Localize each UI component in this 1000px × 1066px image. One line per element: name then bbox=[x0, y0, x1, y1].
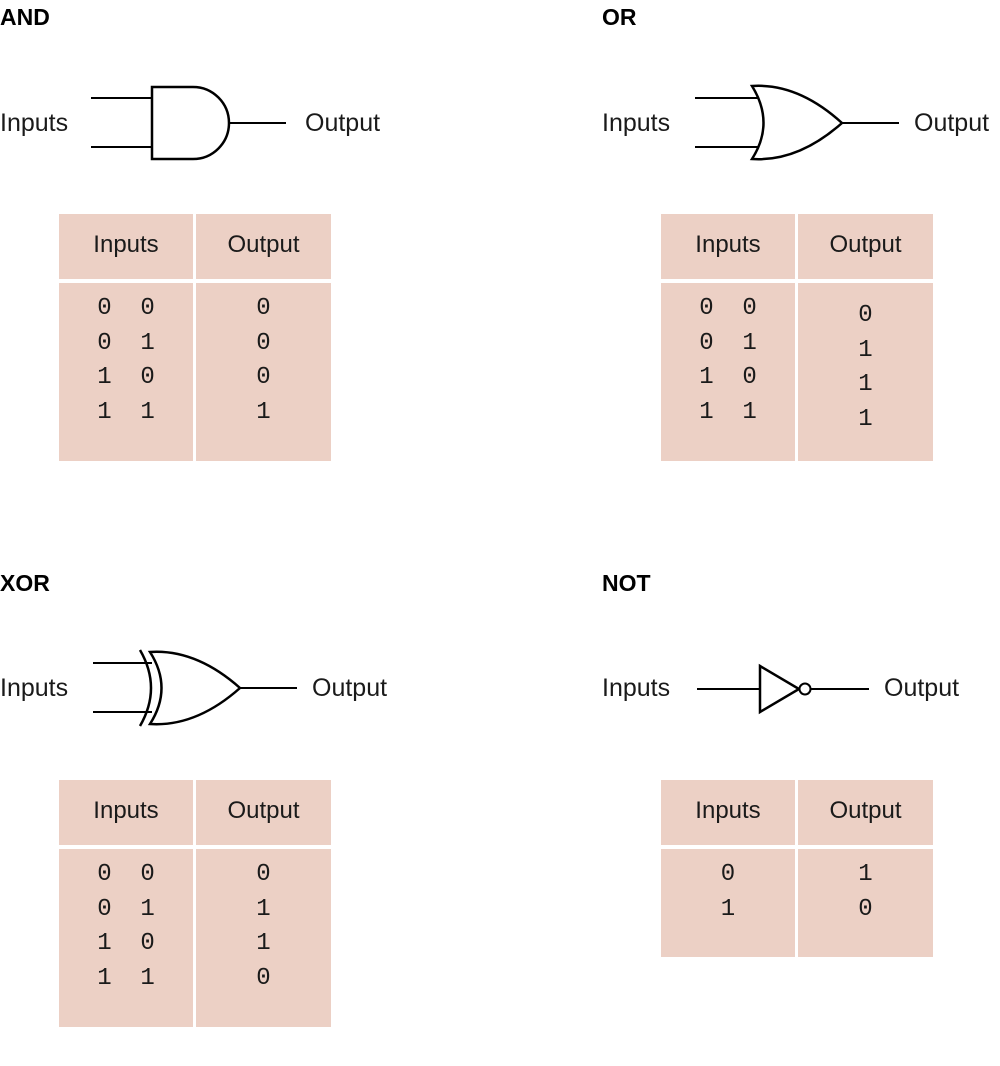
xor-table-header-inputs: Inputs bbox=[59, 780, 193, 845]
table-cell: 1 bbox=[256, 895, 271, 923]
table-cell: 1 bbox=[256, 930, 271, 957]
table-cell: 1 0 bbox=[699, 364, 757, 391]
and-table-output-column: 0 0 0 1 bbox=[196, 283, 331, 461]
table-cell: 1 0 bbox=[97, 364, 155, 391]
table-cell: 1 bbox=[858, 861, 873, 888]
table-cell: 1 1 bbox=[97, 964, 155, 992]
and-table-inputs-column: 0 0 0 1 1 0 1 1 bbox=[59, 283, 193, 461]
or-table-inputs-column: 0 0 0 1 1 0 1 1 bbox=[661, 283, 795, 461]
not-table-inputs-column: 0 1 bbox=[661, 849, 795, 957]
or-table-header-output: Output bbox=[798, 214, 933, 279]
not-inputs-label: Inputs bbox=[602, 674, 671, 702]
and-gate-section: AND Inputs Output Inputs Output 0 0 0 1 … bbox=[0, 0, 500, 500]
and-gate-symbol-icon bbox=[91, 85, 286, 161]
or-gate-section: OR Inputs Output Inputs Output 0 0 0 1 1… bbox=[602, 0, 1000, 500]
table-cell: 0 1 bbox=[97, 329, 155, 357]
table-cell: 0 0 bbox=[97, 861, 155, 888]
table-cell: 0 bbox=[858, 302, 873, 329]
xor-gate-symbol-icon bbox=[93, 649, 297, 727]
or-output-label: Output bbox=[914, 109, 990, 137]
xor-output-label: Output bbox=[312, 674, 388, 702]
not-output-label: Output bbox=[884, 674, 960, 702]
not-gate-symbol-icon bbox=[697, 663, 869, 715]
xor-inputs-label: Inputs bbox=[0, 674, 69, 702]
or-table-header-inputs: Inputs bbox=[661, 214, 795, 279]
table-cell: 1 bbox=[858, 336, 873, 364]
table-cell: 0 1 bbox=[97, 895, 155, 923]
table-cell: 0 bbox=[256, 964, 271, 992]
table-cell: 1 1 bbox=[699, 398, 757, 426]
not-table-output-column: 1 0 bbox=[798, 849, 933, 957]
or-inputs-label: Inputs bbox=[602, 109, 671, 137]
table-cell: 0 bbox=[858, 895, 873, 923]
table-cell: 0 0 bbox=[699, 295, 757, 322]
table-cell: 1 bbox=[720, 895, 736, 923]
and-output-label: Output bbox=[305, 109, 381, 137]
table-cell: 0 bbox=[256, 364, 271, 391]
and-inputs-label: Inputs bbox=[0, 109, 69, 137]
table-cell: 1 0 bbox=[97, 930, 155, 957]
table-cell: 0 1 bbox=[699, 329, 757, 357]
and-table-header-output: Output bbox=[196, 214, 331, 279]
table-cell: 0 0 bbox=[97, 295, 155, 322]
or-gate-title: OR bbox=[602, 4, 637, 30]
xor-table-inputs-column: 0 0 0 1 1 0 1 1 bbox=[59, 849, 193, 1027]
xor-gate-title: XOR bbox=[0, 570, 50, 596]
xor-table-output-column: 0 1 1 0 bbox=[196, 849, 331, 1027]
table-cell: 1 1 bbox=[97, 398, 155, 426]
table-cell: 1 bbox=[858, 371, 873, 398]
and-gate-title: AND bbox=[0, 4, 50, 30]
or-gate-symbol-icon bbox=[695, 84, 899, 161]
xor-table-header-output: Output bbox=[196, 780, 331, 845]
xor-gate-section: XOR Inputs Output Inputs Output 0 0 0 1 … bbox=[0, 566, 500, 1066]
table-cell: 1 bbox=[256, 398, 271, 426]
not-gate-section: NOT Inputs Output Inputs Output 0 1 1 0 bbox=[602, 566, 1000, 1037]
or-table-output-column: 0 1 1 1 bbox=[798, 283, 933, 461]
and-table-header-inputs: Inputs bbox=[59, 214, 193, 279]
not-table-header-inputs: Inputs bbox=[661, 780, 795, 845]
not-gate-title: NOT bbox=[602, 570, 651, 596]
table-cell: 0 bbox=[256, 329, 271, 357]
table-cell: 1 bbox=[858, 405, 873, 433]
table-cell: 0 bbox=[256, 295, 271, 322]
table-cell: 0 bbox=[256, 861, 271, 888]
table-cell: 0 bbox=[720, 861, 736, 888]
not-table-header-output: Output bbox=[798, 780, 933, 845]
